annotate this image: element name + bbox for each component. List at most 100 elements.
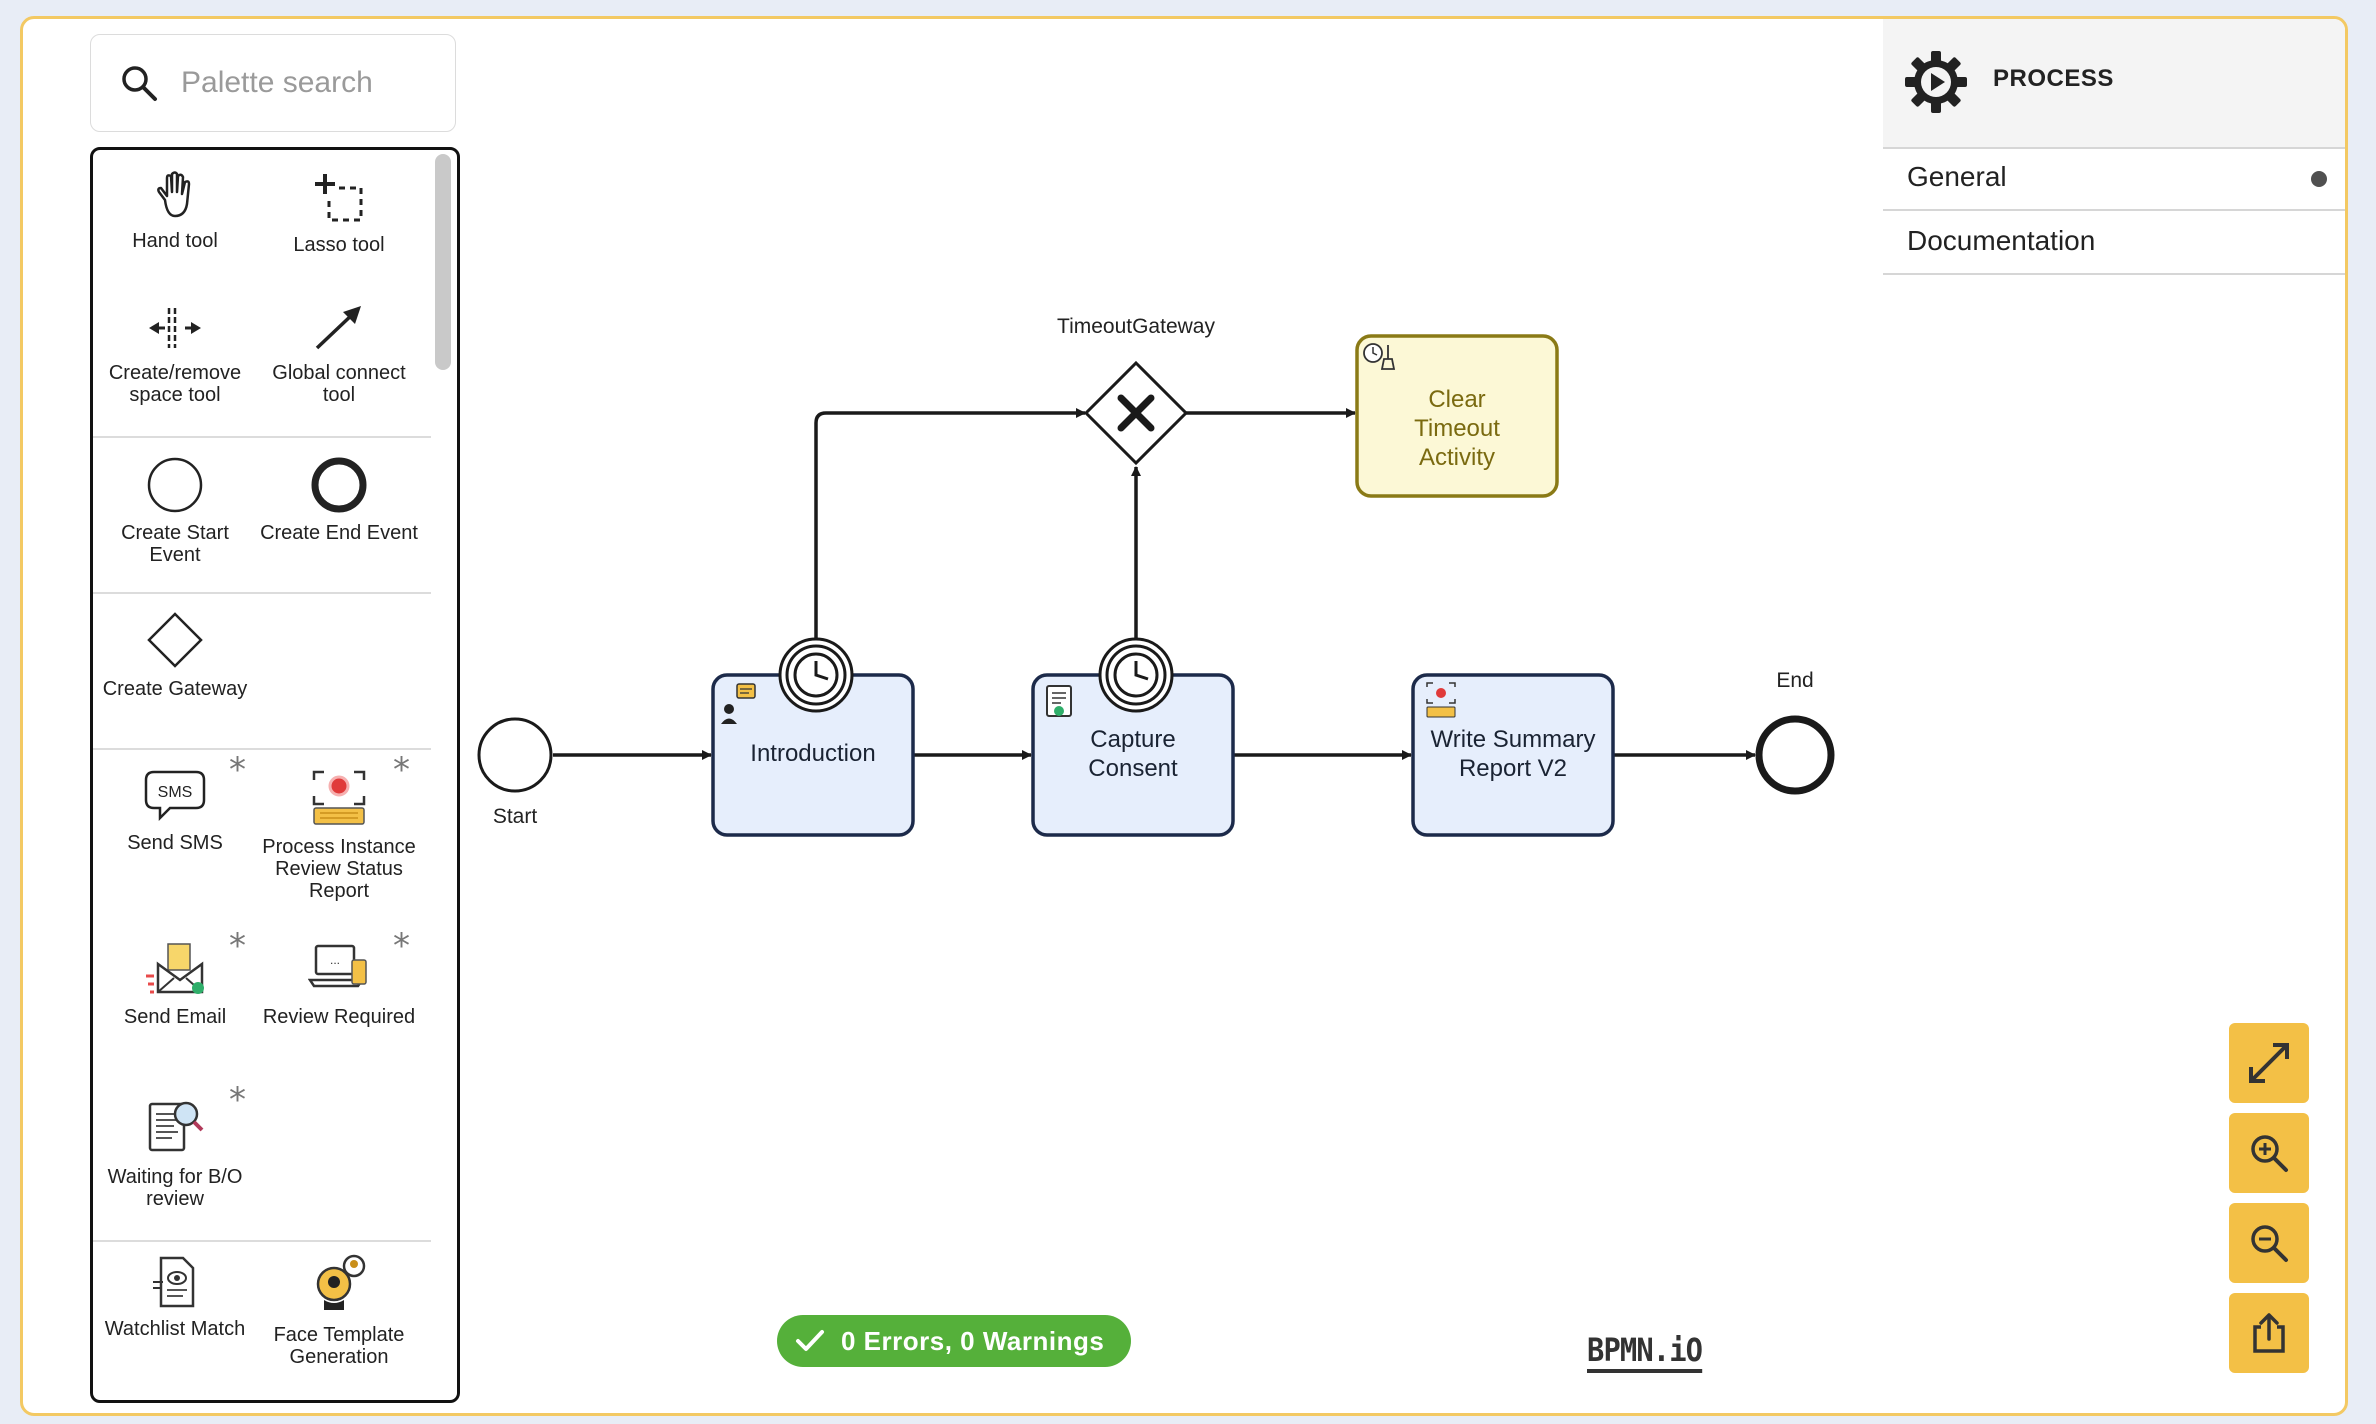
- custom-marker: *: [393, 750, 410, 790]
- custom-marker: *: [229, 1080, 246, 1120]
- create-end-event-label: Create End Event: [260, 522, 418, 544]
- face-template-generation-label: Face Template Generation: [273, 1324, 405, 1368]
- create-gateway-label: Create Gateway: [102, 678, 248, 700]
- custom-marker: *: [229, 750, 246, 790]
- properties-group-documentation-label: Documentation: [1907, 225, 2096, 256]
- review-status-report-tool[interactable]: Process Instance Review Status Report: [257, 766, 421, 902]
- waiting-bo-review-label: Waiting for B/O review: [107, 1166, 243, 1210]
- face-template-icon: [316, 1254, 366, 1310]
- gateway-label: TimeoutGateway: [1057, 315, 1215, 338]
- lasso-tool[interactable]: Lasso tool: [257, 170, 421, 256]
- properties-group-general[interactable]: General: [1883, 147, 2345, 211]
- lint-status-badge[interactable]: 0 Errors, 0 Warnings: [777, 1315, 1131, 1367]
- expand-icon: [2249, 1043, 2289, 1083]
- properties-header: PROCESS: [1883, 19, 2345, 149]
- zoom-out-button[interactable]: [2229, 1203, 2309, 1283]
- custom-marker: *: [393, 926, 410, 966]
- end-event[interactable]: [1755, 715, 1835, 795]
- app-window: TimeoutGateway Start End Introduction Ca…: [20, 16, 2348, 1416]
- hand-icon: [157, 171, 191, 218]
- properties-group-documentation[interactable]: Documentation: [1883, 211, 2345, 275]
- create-start-event[interactable]: Create Start Event: [93, 456, 257, 566]
- task-clear-timeout-label: Clear Timeout Activity: [1414, 386, 1500, 471]
- zoom-in-button[interactable]: [2229, 1113, 2309, 1193]
- laptop-review-icon: ...: [308, 944, 367, 988]
- start-event[interactable]: [477, 717, 553, 793]
- search-icon: [122, 66, 157, 101]
- global-connect-tool-label: Global connect tool: [272, 362, 406, 406]
- palette-search-box[interactable]: [90, 34, 456, 132]
- zoom-out-icon: [2251, 1225, 2288, 1262]
- custom-marker: *: [229, 926, 246, 966]
- space-tool-icon: [149, 308, 201, 348]
- share-export-icon: [2253, 1313, 2285, 1353]
- review-required-label: Review Required: [262, 1006, 416, 1028]
- hand-tool-label: Hand tool: [132, 230, 218, 252]
- lint-status-text: 0 Errors, 0 Warnings: [841, 1326, 1105, 1356]
- fit-viewport-button[interactable]: [2229, 1023, 2309, 1103]
- email-icon: [146, 943, 204, 994]
- check-icon: [796, 1330, 824, 1351]
- palette-scrollbar[interactable]: [435, 154, 451, 370]
- hand-tool[interactable]: Hand tool: [93, 170, 257, 252]
- review-required-tool[interactable]: ... Review Required: [257, 940, 421, 1028]
- task-write-summary-label: Write Summary Report V2: [1430, 726, 1596, 782]
- create-gateway[interactable]: Create Gateway: [93, 610, 257, 700]
- space-tool[interactable]: Create/remove space tool: [93, 302, 257, 406]
- create-start-event-label: Create Start Event: [121, 522, 229, 566]
- svg-text:SMS: SMS: [158, 784, 193, 801]
- data-indicator-dot: [2311, 171, 2327, 187]
- palette-search-input[interactable]: [179, 55, 443, 111]
- task-introduction-label: Introduction: [750, 740, 876, 767]
- process-gear-icon: [1905, 51, 1967, 113]
- svg-text:...: ...: [330, 953, 340, 967]
- timer-cleanup-icon: [1363, 343, 1396, 370]
- zoom-in-icon: [2251, 1135, 2288, 1172]
- watchlist-match-label: Watchlist Match: [104, 1318, 246, 1340]
- review-report-icon: [312, 770, 366, 825]
- user-chat-icon: [721, 683, 756, 724]
- end-event-icon: [311, 457, 367, 513]
- bpmn-io-logo[interactable]: BPMN.iO: [1587, 1331, 1703, 1373]
- waiting-bo-review-tool[interactable]: Waiting for B/O review: [93, 1096, 257, 1210]
- palette-separator: [93, 1240, 431, 1242]
- watchlist-icon: [153, 1256, 195, 1308]
- send-email-tool[interactable]: Send Email: [93, 940, 257, 1028]
- task-clear-timeout[interactable]: [1355, 334, 1559, 498]
- consent-document-icon: [1046, 685, 1072, 717]
- global-connect-tool[interactable]: Global connect tool: [257, 302, 421, 406]
- sequence-flows: [553, 408, 1756, 760]
- face-template-generation-tool[interactable]: Face Template Generation: [257, 1254, 421, 1368]
- timer-boundary-event-icon[interactable]: [778, 637, 854, 713]
- palette: Hand tool Lasso tool Create/remove space…: [90, 147, 460, 1403]
- properties-title: PROCESS: [1993, 65, 2114, 92]
- send-sms-label: Send SMS: [127, 832, 223, 854]
- connect-arrow-icon: [315, 306, 361, 350]
- space-tool-label: Create/remove space tool: [108, 362, 242, 406]
- send-email-label: Send Email: [123, 1006, 227, 1028]
- gateway-icon: [147, 612, 203, 668]
- flow-intro-timer-to-gateway: [814, 408, 1086, 639]
- sms-icon: SMS: [144, 770, 206, 822]
- timeout-gateway[interactable]: [1083, 360, 1189, 466]
- export-button[interactable]: [2229, 1293, 2309, 1373]
- palette-separator: [93, 436, 431, 438]
- properties-panel: PROCESS General Documentation: [1883, 19, 2345, 279]
- lasso-tool-label: Lasso tool: [293, 234, 385, 256]
- document-search-icon: [148, 1101, 204, 1152]
- end-label: End: [1776, 669, 1814, 692]
- task-capture-consent-label: Capture Consent: [1088, 726, 1178, 782]
- start-event-icon: [147, 457, 203, 513]
- review-report-icon: [1426, 682, 1456, 718]
- palette-separator: [93, 592, 431, 594]
- send-sms-tool[interactable]: SMS Send SMS: [93, 766, 257, 854]
- watchlist-match-tool[interactable]: Watchlist Match: [93, 1254, 257, 1340]
- lasso-icon: [315, 174, 363, 222]
- timer-boundary-event-icon[interactable]: [1098, 637, 1174, 713]
- create-end-event[interactable]: Create End Event: [257, 456, 421, 544]
- properties-group-general-label: General: [1907, 161, 2007, 192]
- task-write-summary[interactable]: [1411, 673, 1615, 837]
- palette-separator: [93, 748, 431, 750]
- start-label: Start: [492, 805, 538, 828]
- diagram-canvas[interactable]: [23, 19, 2348, 1416]
